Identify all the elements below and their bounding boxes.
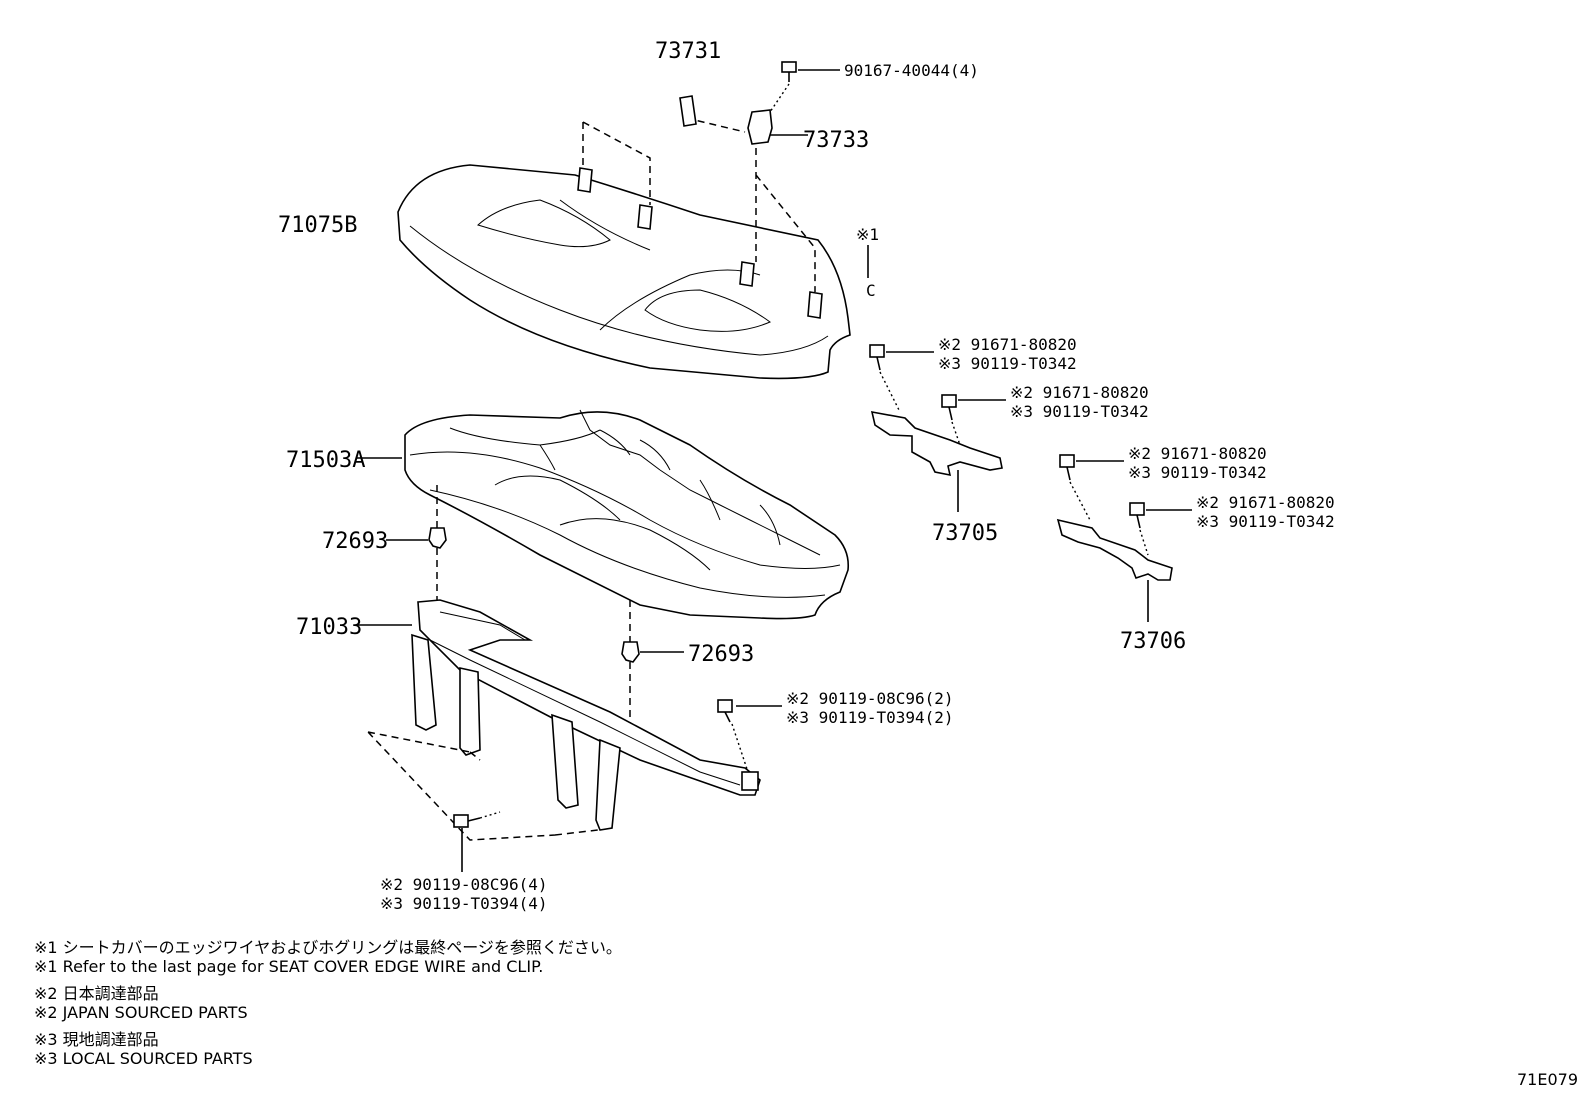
note-3-en: ※3 LOCAL SOURCED PARTS xyxy=(34,1049,253,1068)
ref-b4-l2: ※3 90119-T0342 xyxy=(1196,512,1335,531)
label-73706: 73706 xyxy=(1120,629,1186,654)
bolt-90119-08C96-4-icon xyxy=(453,814,481,828)
ref-b4-l1: ※2 91671-80820 xyxy=(1196,493,1335,512)
label-71075B: 71075B xyxy=(278,213,357,238)
label-73731: 73731 xyxy=(655,39,721,64)
ref-b3-l2: ※3 90119-T0342 xyxy=(1128,463,1267,482)
seat-cover-71075B xyxy=(397,164,851,380)
label-71503A: 71503A xyxy=(286,448,365,473)
ref-b6-l1: ※2 90119-08C96(4) xyxy=(380,875,548,894)
note-2-en: ※2 JAPAN SOURCED PARTS xyxy=(34,1003,248,1022)
seat-cushion-71503A xyxy=(404,409,850,620)
ref-b5-l2: ※3 90119-T0394(2) xyxy=(786,708,954,727)
hinge-73705 xyxy=(869,344,1003,477)
clip-72693-right xyxy=(621,641,640,663)
ref-b1-l2: ※3 90119-T0342 xyxy=(938,354,1077,373)
ref-screw-top: 90167-40044(4) xyxy=(844,61,979,80)
note-3-jp: ※3 現地調達部品 xyxy=(34,1030,159,1049)
part-73733-hook xyxy=(747,109,773,145)
bolt-90119-08C96-2-icon xyxy=(717,699,733,723)
ref-b5-l1: ※2 90119-08C96(2) xyxy=(786,689,954,708)
screw-90167-icon xyxy=(781,61,797,82)
label-72693-right: 72693 xyxy=(688,642,754,667)
ref-clip-c: C xyxy=(866,281,876,300)
label-72693-left: 72693 xyxy=(322,529,388,554)
clip-72693-left xyxy=(428,527,447,549)
label-73705: 73705 xyxy=(932,521,998,546)
frame-71033 xyxy=(411,599,761,831)
hinge-73706 xyxy=(1056,454,1173,581)
label-73733: 73733 xyxy=(803,128,869,153)
figure-code: 71E079 xyxy=(1516,1070,1578,1089)
ref-b3-l1: ※2 91671-80820 xyxy=(1128,444,1267,463)
note-2-jp: ※2 日本調達部品 xyxy=(34,984,159,1003)
ref-b1-l1: ※2 91671-80820 xyxy=(938,335,1077,354)
note-1-en: ※1 Refer to the last page for SEAT COVER… xyxy=(34,957,544,976)
ref-b2-l1: ※2 91671-80820 xyxy=(1010,383,1149,402)
note-1-jp: ※1 シートカバーのエッジワイヤおよびホグリングは最終ページを参照ください。 xyxy=(34,938,622,957)
label-71033: 71033 xyxy=(296,615,362,640)
ref-b6-l2: ※3 90119-T0394(4) xyxy=(380,894,548,913)
ref-b2-l2: ※3 90119-T0342 xyxy=(1010,402,1149,421)
ref-note1-marker: ※1 xyxy=(856,225,879,244)
part-73731-pad xyxy=(679,95,697,127)
